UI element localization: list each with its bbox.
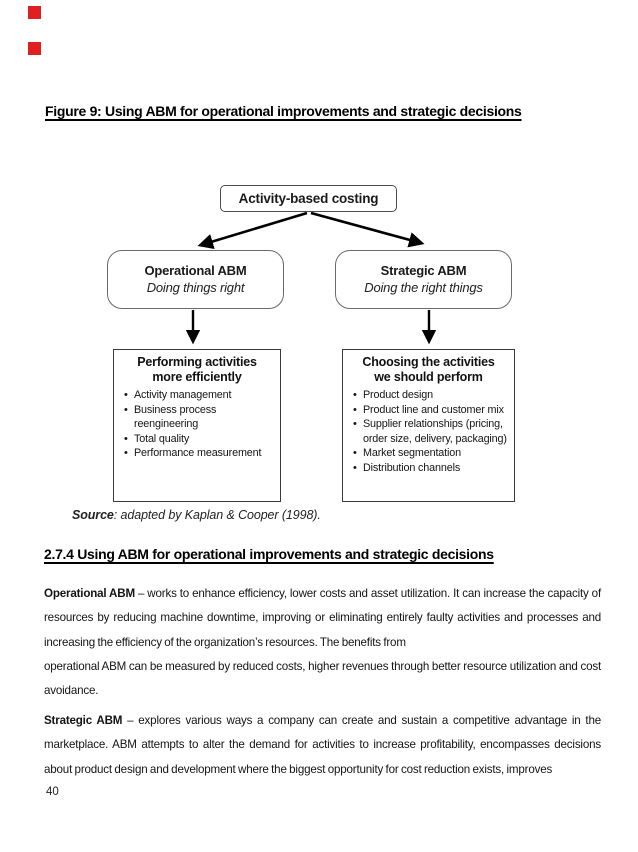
list-item: Performance measurement bbox=[124, 446, 276, 461]
node-title: Strategic ABM bbox=[380, 262, 467, 278]
paragraph-text: – works to enhance efficiency, lower cos… bbox=[44, 587, 601, 649]
node-strategic-abm: Strategic ABM Doing the right things bbox=[335, 250, 512, 309]
list-item: Distribution channels bbox=[353, 461, 510, 476]
paragraph-text: – explores various ways a company can cr… bbox=[44, 714, 601, 776]
red-annotation-mark bbox=[28, 6, 41, 19]
bullet-list: Activity management Business process ree… bbox=[118, 388, 276, 461]
paragraph-text: operational ABM can be measured by reduc… bbox=[44, 660, 601, 698]
list-item: Product design bbox=[353, 388, 510, 403]
list-title-line: we should perform bbox=[374, 370, 483, 384]
node-subtitle: Doing the right things bbox=[364, 279, 483, 295]
node-operational-abm: Operational ABM Doing things right bbox=[107, 250, 284, 309]
section-heading: 2.7.4 Using ABM for operational improvem… bbox=[44, 546, 494, 562]
bullet-list: Product design Product line and customer… bbox=[347, 388, 510, 476]
list-title-line: more efficiently bbox=[152, 370, 242, 384]
red-annotation-mark bbox=[28, 42, 41, 55]
source-text: : adapted by Kaplan & Cooper (1998). bbox=[113, 508, 321, 522]
list-item: Business process reengineering bbox=[124, 403, 276, 432]
paragraph-operational-abm-benefits: operational ABM can be measured by reduc… bbox=[44, 655, 601, 704]
source-label: Source bbox=[72, 508, 114, 522]
node-choosing-activities: Choosing the activities we should perfor… bbox=[342, 349, 515, 502]
list-title-line: Choosing the activities bbox=[362, 355, 495, 369]
paragraph-strategic-abm: Strategic ABM – explores various ways a … bbox=[44, 709, 601, 782]
list-item: Total quality bbox=[124, 432, 276, 447]
paragraph-operational-abm: Operational ABM – works to enhance effic… bbox=[44, 582, 601, 655]
paragraph-lead: Strategic ABM bbox=[44, 714, 123, 727]
list-item: Product line and customer mix bbox=[353, 403, 510, 418]
node-label: Activity-based costing bbox=[238, 191, 379, 206]
node-activity-based-costing: Activity-based costing bbox=[220, 185, 397, 212]
node-performing-activities: Performing activities more efficiently A… bbox=[113, 349, 281, 502]
node-subtitle: Doing things right bbox=[146, 279, 245, 295]
list-item: Market segmentation bbox=[353, 446, 510, 461]
page-number: 40 bbox=[46, 786, 59, 798]
paragraph-lead: Operational ABM bbox=[44, 587, 135, 600]
list-item: Supplier relationships (pricing, order s… bbox=[353, 417, 510, 446]
figure-caption: Figure 9: Using ABM for operational impr… bbox=[45, 103, 522, 119]
node-title: Operational ABM bbox=[144, 262, 247, 278]
list-item: Activity management bbox=[124, 388, 276, 403]
list-title-line: Performing activities bbox=[137, 355, 257, 369]
figure-source: Source: adapted by Kaplan & Cooper (1998… bbox=[72, 508, 321, 522]
